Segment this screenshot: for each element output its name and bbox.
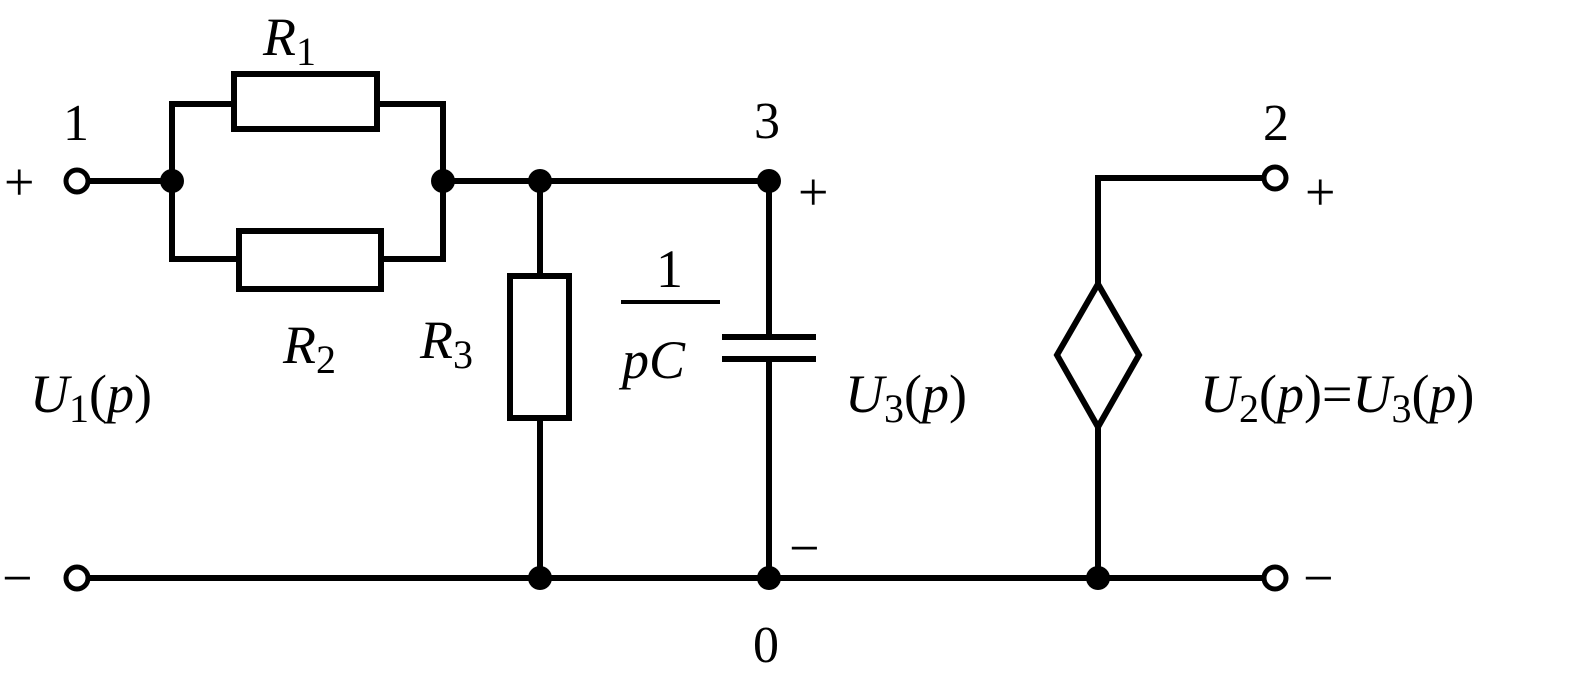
terminal-2-minus bbox=[1261, 564, 1289, 592]
label-r3: R3 bbox=[419, 310, 473, 377]
terminal-1-plus bbox=[63, 167, 91, 195]
terminal-1-minus bbox=[63, 564, 91, 592]
wires bbox=[85, 101, 1266, 581]
terminals bbox=[63, 164, 1289, 592]
resistor-r2 bbox=[236, 228, 384, 292]
node-label-1: 1 bbox=[63, 95, 89, 152]
minus-sign-input: − bbox=[2, 548, 32, 608]
resistor-r1 bbox=[231, 71, 380, 132]
label-u3: U3(p) bbox=[845, 364, 967, 431]
label-u1: U1(p) bbox=[30, 364, 152, 431]
dependent-voltage-source bbox=[1053, 278, 1143, 434]
impedance-numerator: 1 bbox=[656, 239, 683, 299]
node-label-2: 2 bbox=[1263, 95, 1289, 152]
resistor-r3 bbox=[507, 273, 572, 421]
node-label-0: 0 bbox=[753, 617, 779, 673]
plus-sign-input: + bbox=[4, 152, 34, 212]
junctions bbox=[160, 169, 1110, 590]
plus-sign-node3: + bbox=[798, 162, 828, 222]
label-r1: R1 bbox=[262, 7, 316, 74]
plus-sign-output: + bbox=[1305, 162, 1335, 222]
impedance-denominator: pC bbox=[618, 330, 686, 390]
label-capacitor-impedance: 1 pC bbox=[618, 239, 720, 390]
minus-sign-node0: − bbox=[789, 518, 819, 578]
label-r2: R2 bbox=[282, 315, 336, 382]
minus-sign-output: − bbox=[1303, 548, 1333, 608]
terminal-2-plus bbox=[1261, 164, 1289, 192]
capacitor bbox=[722, 334, 816, 362]
label-u2-equals-u3: U2(p)=U3(p) bbox=[1200, 364, 1474, 431]
node-label-3: 3 bbox=[754, 93, 780, 150]
